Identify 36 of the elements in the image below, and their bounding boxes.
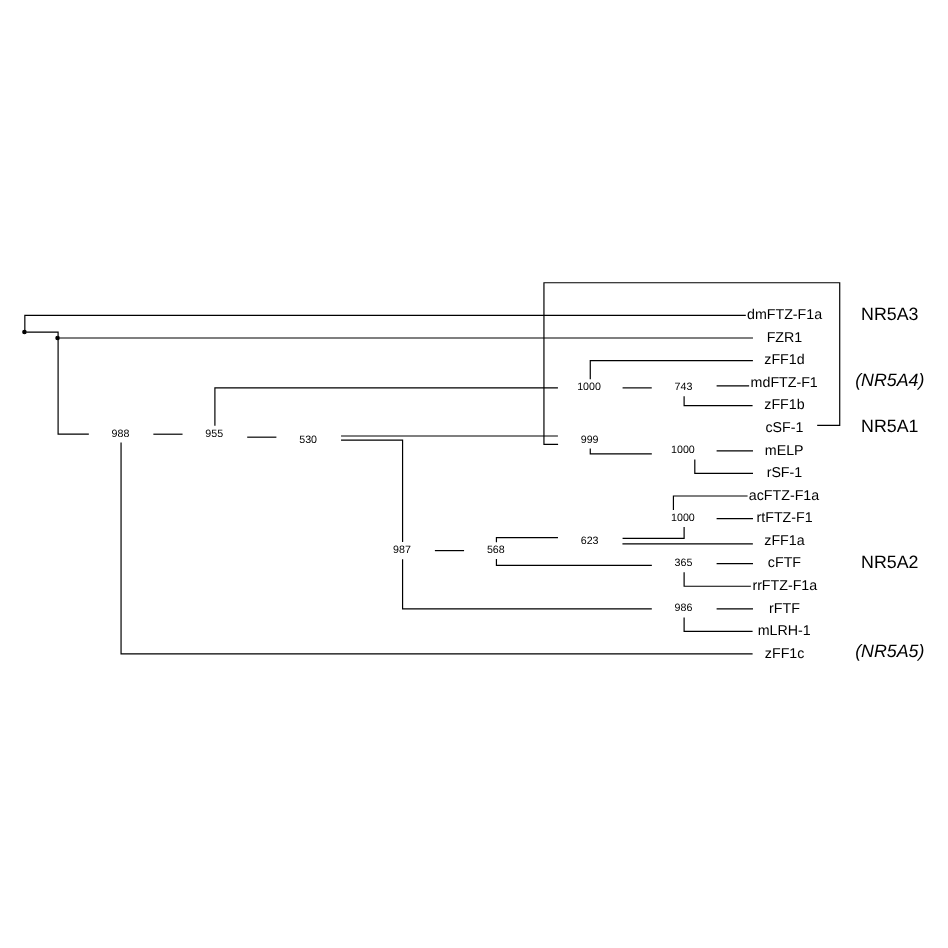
connector	[621, 526, 685, 539]
connector	[246, 436, 277, 438]
connector	[340, 435, 559, 437]
label: NR5A3	[861, 303, 919, 324]
connector	[716, 608, 754, 610]
label: NR5A2	[861, 551, 919, 572]
connector	[495, 558, 653, 567]
connector	[716, 517, 754, 520]
connector	[716, 450, 754, 452]
label: (NR5A5)	[855, 640, 925, 661]
connector	[495, 536, 559, 543]
connector	[683, 571, 752, 587]
connector	[683, 616, 754, 632]
node-point	[55, 335, 60, 341]
connector	[694, 458, 754, 474]
connector	[434, 550, 465, 552]
connector	[716, 385, 750, 387]
connector	[589, 359, 754, 380]
connector	[120, 441, 754, 655]
connector	[340, 439, 404, 543]
connector	[402, 558, 653, 610]
connector	[683, 395, 754, 407]
connector	[672, 495, 749, 511]
connector	[589, 447, 653, 455]
connector	[57, 339, 90, 435]
connector	[621, 387, 653, 389]
connector	[24, 314, 747, 331]
label: NR5A1	[861, 416, 919, 437]
connector	[25, 331, 59, 337]
connector	[152, 433, 184, 435]
connector	[621, 543, 754, 545]
node-point	[22, 329, 27, 335]
connector	[59, 337, 754, 339]
label: (NR5A4)	[855, 370, 925, 391]
connector	[716, 563, 754, 565]
connector	[214, 387, 559, 427]
